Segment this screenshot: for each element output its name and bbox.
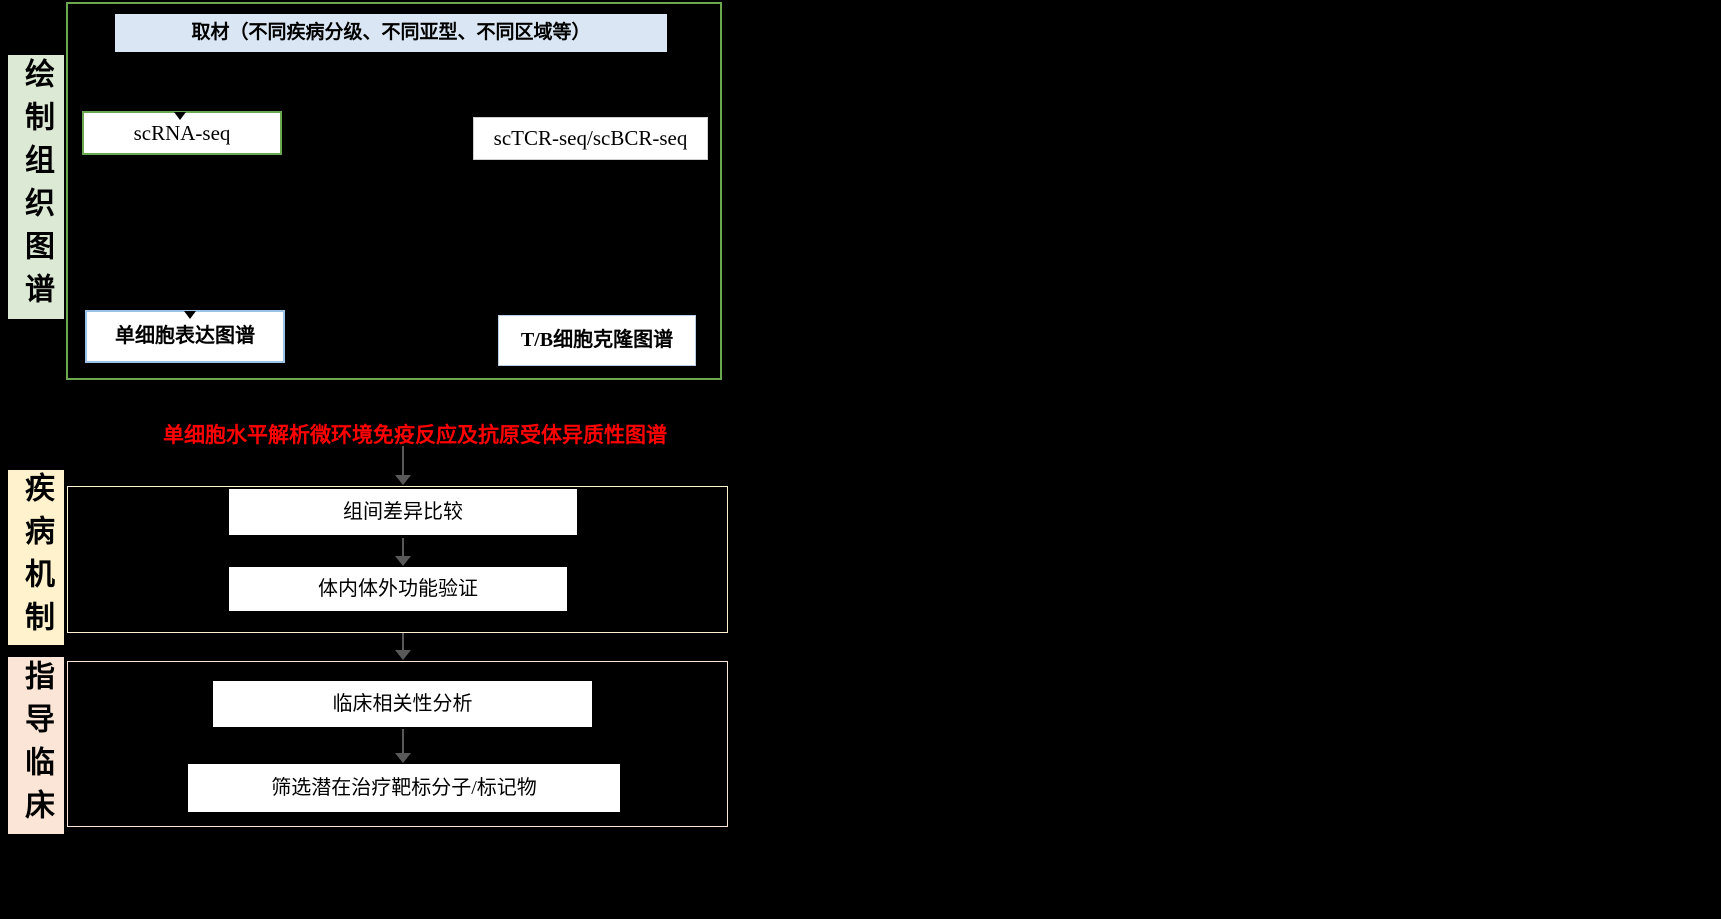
red-caption-text: 单细胞水平解析微环境免疫反应及抗原受体异质性图谱 [163, 423, 667, 447]
target-screening-text: 筛选潜在治疗靶标分子/标记物 [271, 776, 537, 799]
section-label-clinic-text: 指导临床 [20, 659, 53, 832]
arrow-head [395, 556, 411, 566]
group-comparison-text: 组间差异比较 [343, 500, 463, 523]
arrowhead-icon [174, 112, 186, 120]
section-label-mechanism: 疾病机制 [8, 470, 64, 645]
arrow-stem [402, 538, 404, 556]
function-validation-box: 体内体外功能验证 [229, 567, 567, 611]
section-label-atlas: 绘制组织图谱 [8, 55, 64, 319]
section-label-atlas-text: 绘制组织图谱 [20, 58, 53, 316]
expression-atlas-text: 单细胞表达图谱 [115, 325, 255, 347]
arrow-stem [402, 729, 404, 753]
scrna-seq-text: scRNA-seq [133, 120, 231, 145]
group-comparison-box: 组间差异比较 [229, 489, 577, 535]
clinic-section-box [67, 661, 728, 827]
clinical-correlation-box: 临床相关性分析 [213, 681, 592, 727]
clinical-correlation-text: 临床相关性分析 [332, 692, 473, 715]
sctcr-seq-box: scTCR-seq/scBCR-seq [473, 117, 708, 160]
section-label-clinic: 指导临床 [8, 657, 64, 834]
arrowhead-icon [184, 311, 196, 319]
sctcr-seq-text: scTCR-seq/scBCR-seq [493, 126, 688, 151]
section-label-mechanism-text: 疾病机制 [20, 471, 53, 644]
sampling-box-text: 取材（不同疾病分级、不同亚型、不同区域等） [191, 22, 591, 44]
down-arrow-icon [395, 729, 411, 763]
down-arrow-icon [395, 633, 411, 660]
red-caption: 单细胞水平解析微环境免疫反应及抗原受体异质性图谱 [100, 419, 730, 449]
sampling-box: 取材（不同疾病分级、不同亚型、不同区域等） [115, 14, 667, 52]
down-arrow-icon [395, 446, 411, 485]
arrow-head [395, 650, 411, 660]
arrow-head [395, 753, 411, 763]
atlas-section-box [66, 2, 722, 380]
down-arrow-icon [395, 538, 411, 566]
mechanism-section-box [67, 486, 728, 633]
target-screening-box: 筛选潜在治疗靶标分子/标记物 [188, 764, 620, 812]
function-validation-text: 体内体外功能验证 [318, 577, 478, 600]
clone-atlas-text: T/B细胞克隆图谱 [520, 329, 674, 351]
arrow-stem [402, 633, 404, 650]
arrow-head [395, 475, 411, 485]
arrow-stem [402, 446, 404, 475]
clone-atlas-box: T/B细胞克隆图谱 [498, 315, 696, 366]
